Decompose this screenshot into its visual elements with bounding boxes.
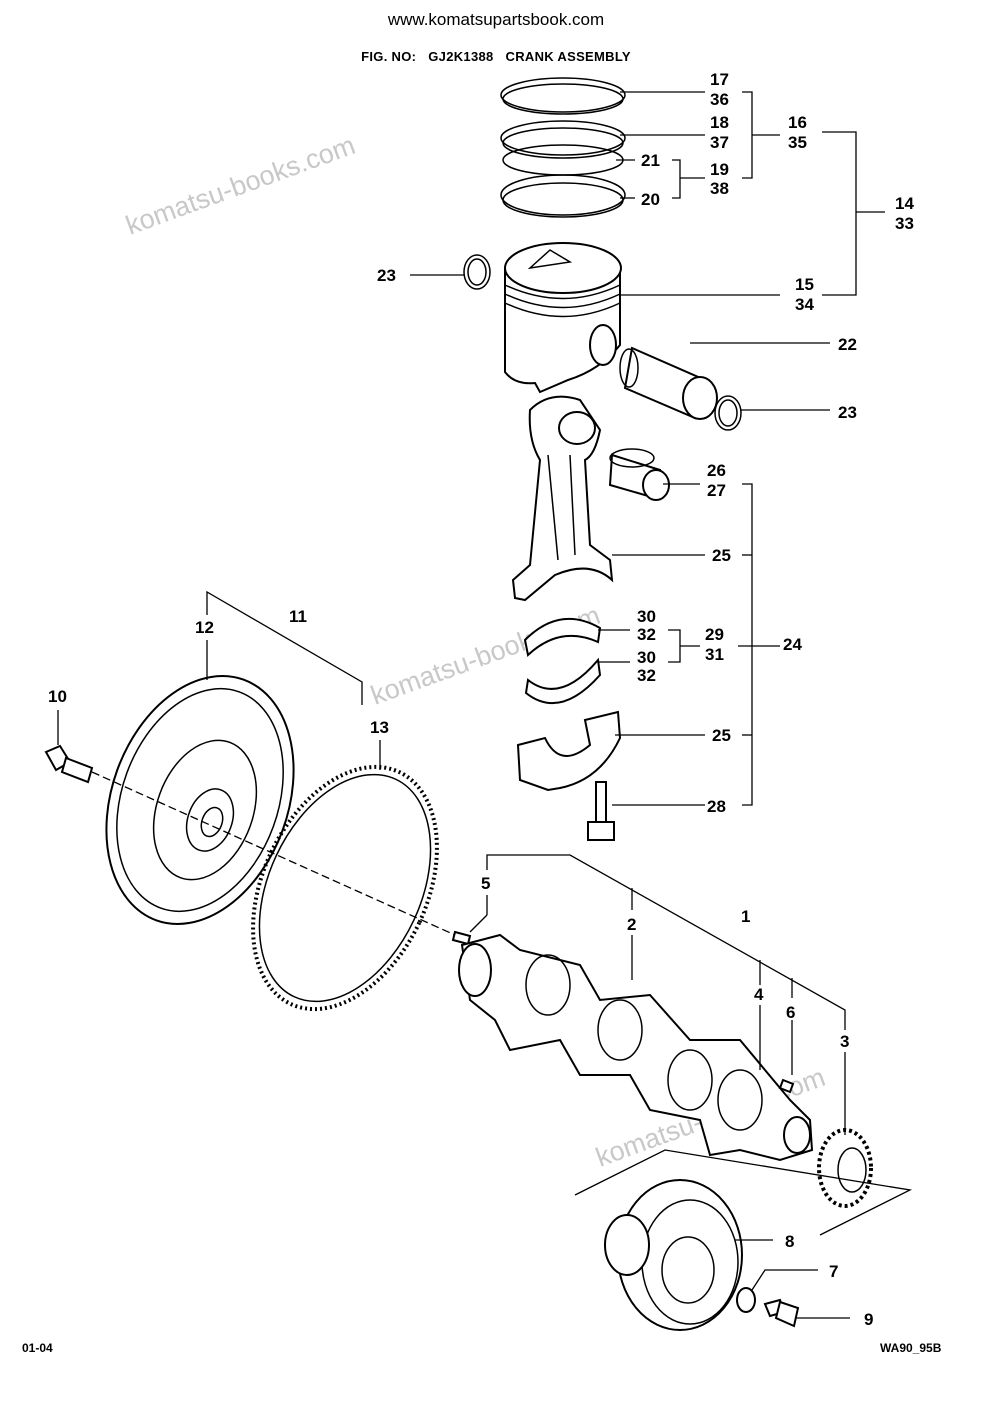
callout-23a: 23 <box>377 266 396 285</box>
snap-ring-right <box>714 395 742 431</box>
callout-17: 17 <box>710 70 729 89</box>
callout-3: 3 <box>840 1032 849 1051</box>
flywheel <box>105 675 295 925</box>
rod-bearing-upper <box>523 617 602 657</box>
fig-number: GJ2K1388 <box>428 49 494 64</box>
callout-11: 11 <box>289 607 307 626</box>
callout-6: 6 <box>786 1003 795 1022</box>
callout-2: 2 <box>627 915 636 934</box>
callout-32b: 32 <box>637 666 656 685</box>
model-code: WA90_95B <box>880 1341 942 1355</box>
callout-7: 7 <box>829 1262 838 1281</box>
callout-25a: 25 <box>712 546 731 565</box>
callout-9: 9 <box>864 1310 873 1329</box>
callout-22: 22 <box>838 335 857 354</box>
piston-pin <box>619 346 718 420</box>
callout-24: 24 <box>783 635 802 654</box>
callout-29: 29 <box>705 625 724 644</box>
callout-35: 35 <box>788 133 807 152</box>
key <box>778 1078 795 1094</box>
bushing <box>608 448 670 501</box>
callout-23b: 23 <box>838 403 857 422</box>
page-number: 01-04 <box>22 1341 53 1355</box>
pulley <box>604 1179 743 1331</box>
pulley-bolt <box>763 1298 800 1328</box>
website-url: www.komatsupartsbook.com <box>387 10 605 29</box>
callout-5: 5 <box>481 874 490 893</box>
callout-31: 31 <box>705 645 724 664</box>
figure-header: FIG. NO: GJ2K1388 CRANK ASSEMBLY <box>0 49 992 64</box>
callout-38: 38 <box>710 179 729 198</box>
connecting-rod <box>511 395 614 602</box>
fig-title: CRANK ASSEMBLY <box>505 49 631 64</box>
callout-12: 12 <box>195 618 214 637</box>
callout-20: 20 <box>641 190 660 209</box>
callout-19: 19 <box>710 160 729 179</box>
callout-15: 15 <box>795 275 814 294</box>
callout-30a: 30 <box>637 607 656 626</box>
callout-30b: 30 <box>637 648 656 667</box>
snap-ring-left <box>463 254 491 290</box>
callout-34: 34 <box>795 295 814 314</box>
callout-8: 8 <box>785 1232 794 1251</box>
callout-16: 16 <box>788 113 807 132</box>
callout-14: 14 <box>895 194 914 213</box>
piston <box>504 242 622 394</box>
leader-lines <box>57 91 913 1319</box>
callout-10: 10 <box>48 687 67 706</box>
crankshaft <box>458 933 814 1162</box>
washer <box>736 1287 756 1313</box>
callout-25b: 25 <box>712 726 731 745</box>
watermark-1: komatsu-books.com <box>122 130 359 241</box>
callout-1: 1 <box>741 907 750 926</box>
callout-21: 21 <box>641 151 660 170</box>
fig-label: FIG. NO: <box>361 49 417 64</box>
callout-26: 26 <box>707 461 726 480</box>
callout-13: 13 <box>370 718 389 737</box>
ring-gear <box>251 764 439 1012</box>
callout-18: 18 <box>710 113 729 132</box>
dowel-pin <box>451 930 472 946</box>
callout-36: 36 <box>710 90 729 109</box>
rod-bearing-lower <box>524 657 602 705</box>
callout-labels: 17 36 18 37 16 35 21 19 38 20 14 33 23 1… <box>48 70 914 1329</box>
callout-32a: 32 <box>637 625 656 644</box>
callout-37: 37 <box>710 133 729 152</box>
callout-27: 27 <box>707 481 726 500</box>
flywheel-bolt <box>44 744 94 784</box>
rod-cap <box>516 710 622 792</box>
callout-4: 4 <box>754 985 764 1004</box>
callout-33: 33 <box>895 214 914 233</box>
callout-28: 28 <box>707 797 726 816</box>
piston-rings <box>500 77 626 218</box>
rod-bolt <box>587 781 615 841</box>
crank-gear <box>817 1128 873 1208</box>
